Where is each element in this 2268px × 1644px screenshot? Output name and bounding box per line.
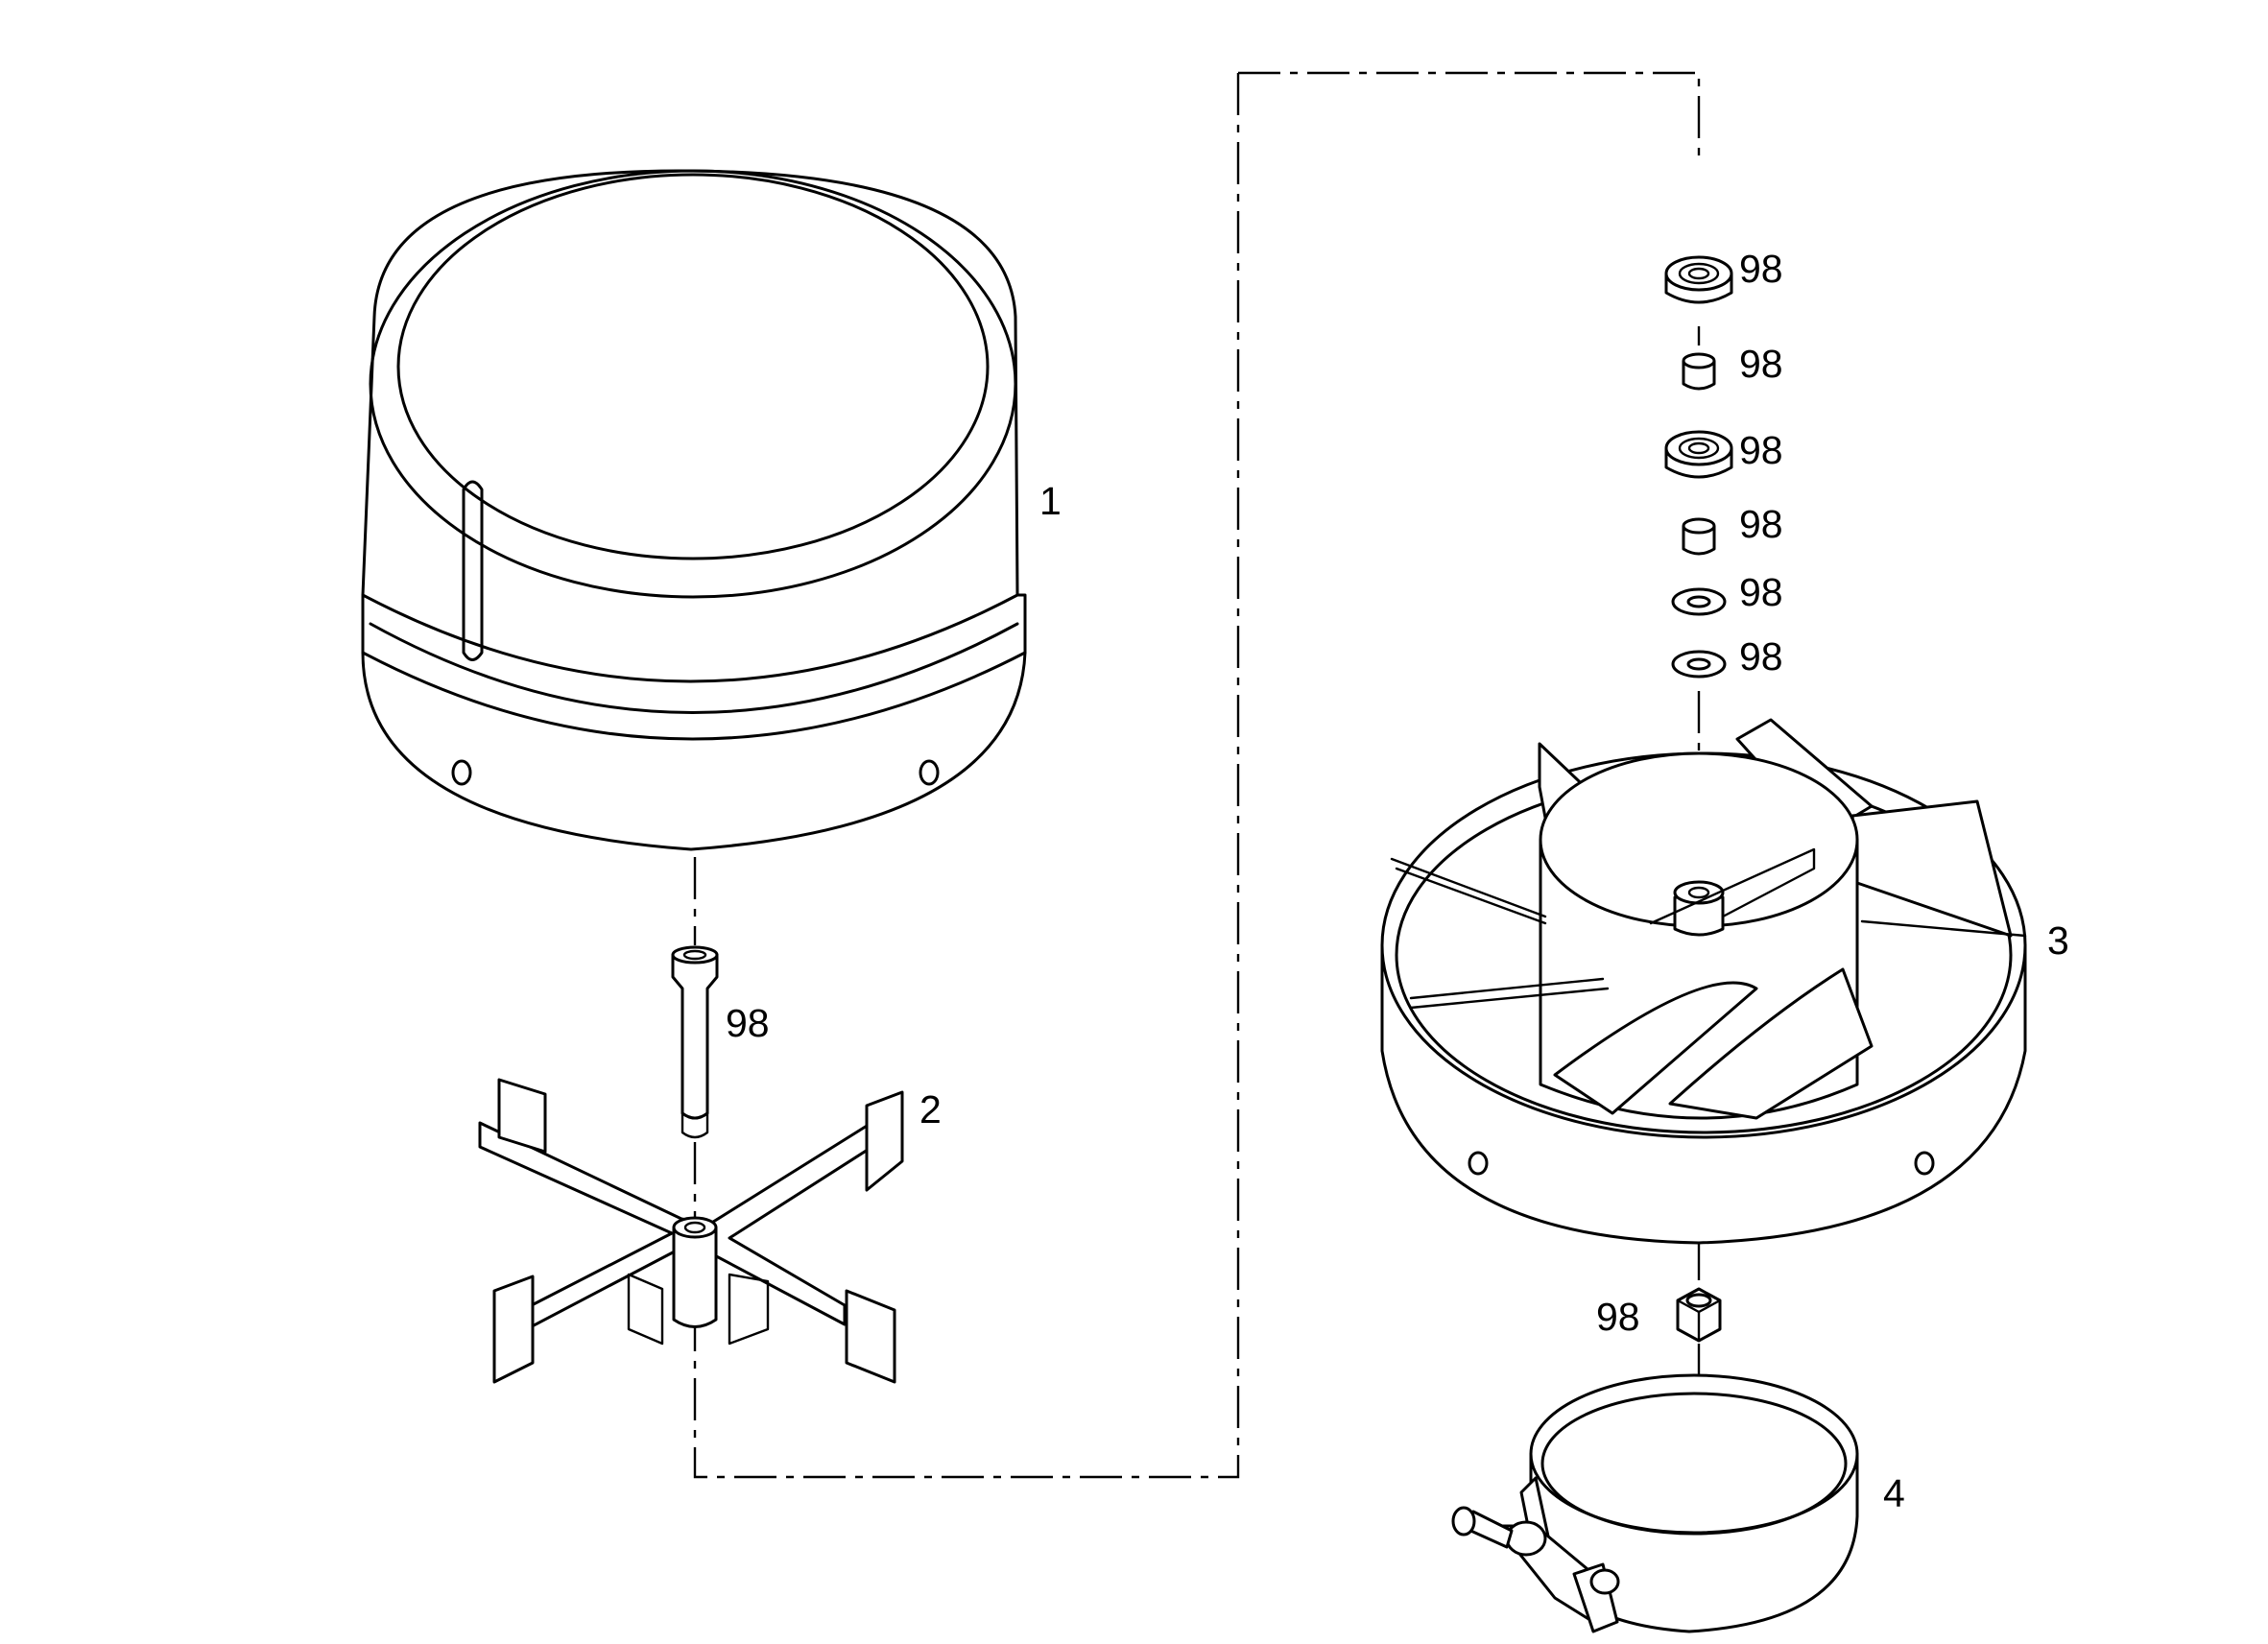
housing-cap (361, 169, 1027, 851)
labels: 1 2 3 4 98 98 98 98 98 98 98 98 (726, 247, 2069, 1515)
washer-1 (1671, 587, 1727, 616)
spacer-top-callout: 98 (1739, 342, 1783, 386)
washer-1-callout: 98 (1739, 570, 1783, 614)
impeller (1380, 718, 2027, 1245)
part-3-label: 3 (2047, 918, 2069, 963)
bearing-top (1664, 255, 1733, 304)
part-1-label: 1 (1039, 479, 1062, 523)
nut (1676, 1287, 1722, 1343)
bearing-mid-callout: 98 (1739, 428, 1783, 472)
spacer-top (1682, 352, 1716, 391)
washer-2 (1671, 650, 1727, 679)
bearing-top-callout: 98 (1739, 247, 1783, 291)
nut-callout: 98 (1596, 1295, 1640, 1339)
bearing-middle (1664, 430, 1733, 479)
clamp-band (1451, 1373, 1859, 1633)
part-4-label: 4 (1883, 1471, 1905, 1515)
screw-callout: 98 (726, 1001, 770, 1045)
spacer-mid-callout: 98 (1739, 502, 1783, 546)
spacer-middle (1682, 517, 1716, 556)
washer-2-callout: 98 (1739, 634, 1783, 679)
screw (671, 945, 719, 1139)
stirrer-cross (478, 1078, 904, 1384)
part-2-label: 2 (919, 1087, 942, 1132)
